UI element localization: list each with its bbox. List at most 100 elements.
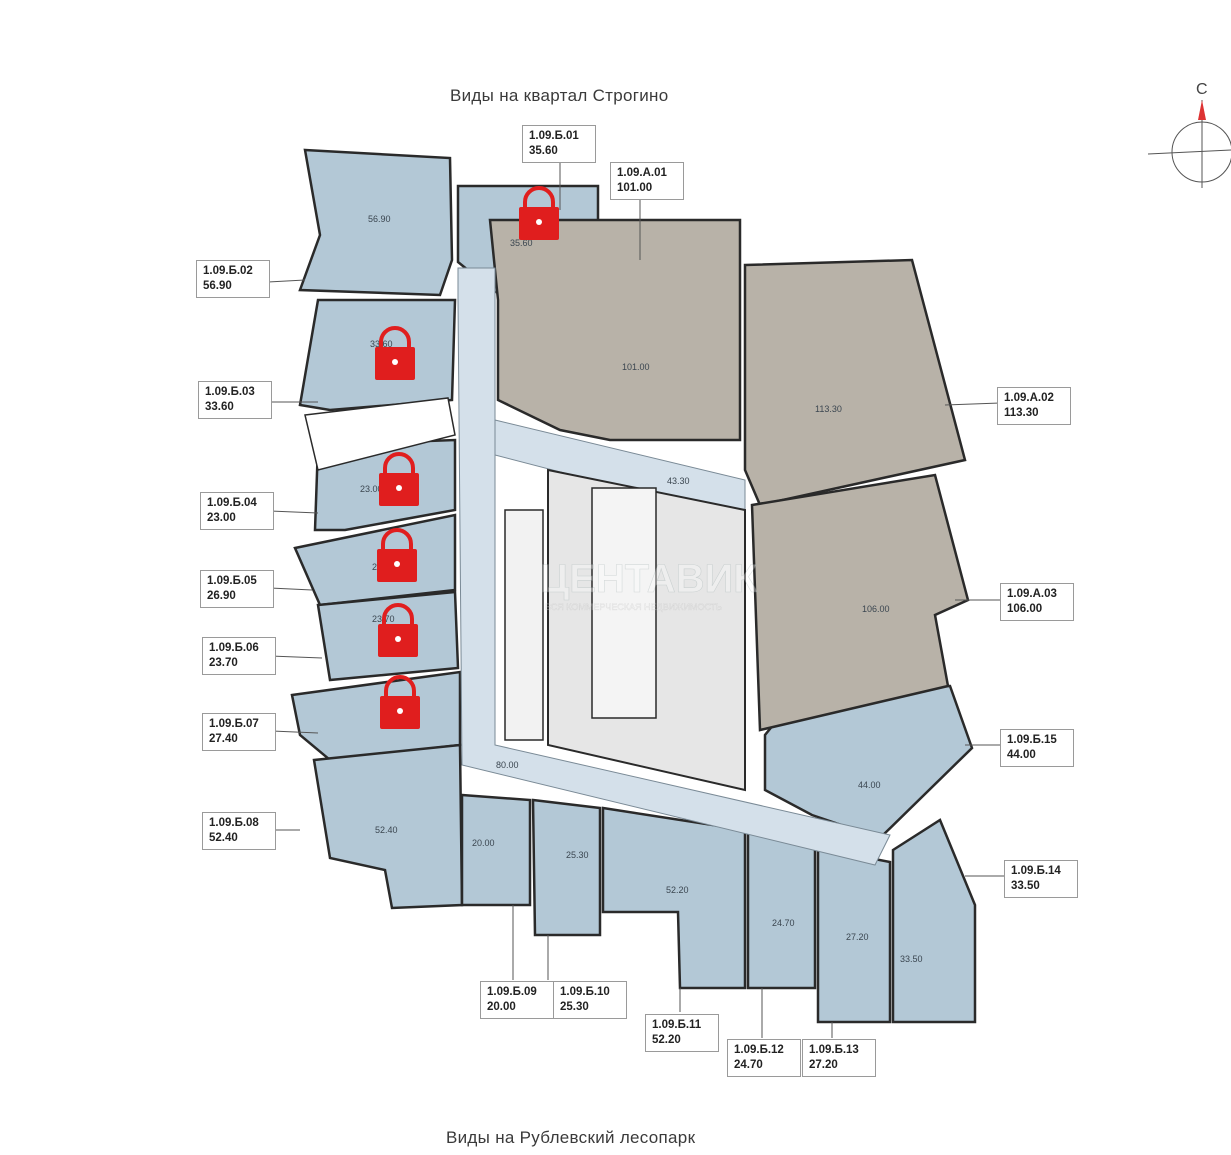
unit-shape-b05[interactable] bbox=[293, 513, 457, 607]
unit-shape-a02[interactable] bbox=[743, 258, 967, 507]
plan-area-a02: 113.30 bbox=[815, 404, 842, 414]
unit-shape-b12[interactable] bbox=[746, 830, 817, 990]
unit-id: 1.09.Б.01 bbox=[529, 130, 579, 142]
plan-area-a01: 101.00 bbox=[622, 362, 650, 372]
watermark-tagline: ВСЯ КОММЕРЧЕСКАЯ НЕДВИЖИМОСТЬ bbox=[545, 602, 722, 612]
unit-area: 27.40 bbox=[209, 733, 238, 745]
unit-area: 25.30 bbox=[560, 1001, 589, 1013]
unit-shape-a03[interactable] bbox=[750, 473, 970, 732]
unit-shape-b08[interactable] bbox=[312, 743, 464, 910]
lock-icon bbox=[380, 675, 420, 729]
unit-shape-b11[interactable] bbox=[601, 806, 747, 990]
unit-id: 1.09.Б.09 bbox=[487, 986, 537, 998]
unit-shape-b14[interactable] bbox=[891, 818, 977, 1024]
unit-id: 1.09.Б.04 bbox=[207, 497, 257, 509]
unit-id: 1.09.Б.11 bbox=[652, 1019, 702, 1031]
unit-area: 27.20 bbox=[809, 1059, 838, 1071]
unit-area: 33.60 bbox=[205, 401, 234, 413]
unit-label-b14[interactable]: 1.09.Б.14 33.50 bbox=[1004, 860, 1078, 898]
unit-label-b09[interactable]: 1.09.Б.09 20.00 bbox=[480, 981, 554, 1019]
building-core bbox=[504, 468, 746, 792]
lock-icon bbox=[377, 528, 417, 582]
plan-area-a03: 106.00 bbox=[862, 604, 890, 614]
lock-icon bbox=[379, 452, 419, 506]
unit-id: 1.09.А.02 bbox=[1004, 392, 1054, 404]
watermark: ЦЕНТАВИК ВСЯ КОММЕРЧЕСКАЯ НЕДВИЖИМОСТЬ bbox=[540, 557, 759, 612]
unit-id: 1.09.Б.03 bbox=[205, 386, 255, 398]
compass-north-letter: С bbox=[1196, 81, 1208, 98]
unit-label-b01[interactable]: 1.09.Б.01 35.60 bbox=[522, 125, 596, 163]
leader-lines bbox=[267, 162, 1005, 1038]
unit-id: 1.09.Б.02 bbox=[203, 265, 253, 277]
unit-area: 23.70 bbox=[209, 657, 238, 669]
plan-area-b02: 56.90 bbox=[368, 214, 391, 224]
unit-area: 52.40 bbox=[209, 832, 238, 844]
unit-id: 1.09.А.03 bbox=[1007, 588, 1057, 600]
unit-area: 106.00 bbox=[1007, 603, 1043, 615]
unit-label-a02[interactable]: 1.09.А.02 113.30 bbox=[997, 387, 1071, 425]
plan-area-b15: 44.00 bbox=[858, 780, 881, 790]
unit-id: 1.09.Б.06 bbox=[209, 642, 259, 654]
unit-area: 35.60 bbox=[529, 145, 558, 157]
unit-label-b15[interactable]: 1.09.Б.15 44.00 bbox=[1000, 729, 1074, 767]
unit-area: 23.00 bbox=[207, 512, 236, 524]
unit-area: 52.20 bbox=[652, 1034, 681, 1046]
plan-area-b08: 52.40 bbox=[375, 825, 398, 835]
bottom-view-title: Виды на Рублевский лесопарк bbox=[446, 1128, 696, 1147]
plan-area-b10: 25.30 bbox=[566, 850, 589, 860]
compass-icon: С bbox=[1147, 81, 1231, 188]
unit-id: 1.09.Б.05 bbox=[207, 575, 257, 587]
lock-markers bbox=[375, 186, 559, 729]
plan-area-b14: 33.50 bbox=[900, 954, 923, 964]
unit-label-a01[interactable]: 1.09.А.01 101.00 bbox=[610, 162, 684, 200]
unit-id: 1.09.Б.15 bbox=[1007, 734, 1057, 746]
lock-icon bbox=[378, 603, 418, 657]
unit-shape-b09[interactable] bbox=[460, 793, 532, 907]
unit-label-b05[interactable]: 1.09.Б.05 26.90 bbox=[200, 570, 274, 608]
unit-area: 113.30 bbox=[1004, 407, 1039, 419]
unit-id: 1.09.Б.13 bbox=[809, 1044, 859, 1056]
unit-area: 20.00 bbox=[487, 1001, 516, 1013]
plan-area-b01: 35.60 bbox=[510, 238, 533, 248]
unit-id: 1.09.Б.12 bbox=[734, 1044, 784, 1056]
unit-label-b03[interactable]: 1.09.Б.03 33.60 bbox=[198, 381, 272, 419]
unit-label-b02[interactable]: 1.09.Б.02 56.90 bbox=[196, 260, 270, 298]
unit-shape-b02[interactable] bbox=[298, 148, 454, 297]
unit-area: 33.50 bbox=[1011, 880, 1040, 892]
unit-id: 1.09.А.01 bbox=[617, 167, 667, 179]
unit-id: 1.09.Б.07 bbox=[209, 718, 259, 730]
unit-area: 24.70 bbox=[734, 1059, 763, 1071]
unit-label-b11[interactable]: 1.09.Б.11 52.20 bbox=[645, 1014, 719, 1052]
lock-icon bbox=[519, 186, 559, 240]
plan-area-b09: 20.00 bbox=[472, 838, 495, 848]
unit-label-b07[interactable]: 1.09.Б.07 27.40 bbox=[202, 713, 276, 751]
unit-label-b04[interactable]: 1.09.Б.04 23.00 bbox=[200, 492, 274, 530]
unit-label-b06[interactable]: 1.09.Б.06 23.70 bbox=[202, 637, 276, 675]
unit-id: 1.09.Б.14 bbox=[1011, 865, 1061, 877]
plan-area-hall: 43.30 bbox=[667, 476, 690, 486]
unit-shape-b10[interactable] bbox=[531, 798, 602, 937]
unit-label-b08[interactable]: 1.09.Б.08 52.40 bbox=[202, 812, 276, 850]
unit-label-b10[interactable]: 1.09.Б.10 25.30 bbox=[553, 981, 627, 1019]
rented-units bbox=[488, 218, 970, 732]
unit-label-a03[interactable]: 1.09.А.03 106.00 bbox=[1000, 583, 1074, 621]
unit-label-b13[interactable]: 1.09.Б.13 27.20 bbox=[802, 1039, 876, 1077]
lock-icon bbox=[375, 326, 415, 380]
unit-area: 26.90 bbox=[207, 590, 236, 602]
plan-area-corridor: 80.00 bbox=[496, 760, 519, 770]
unit-shape-a01[interactable] bbox=[488, 218, 742, 442]
unit-area: 101.00 bbox=[617, 182, 653, 194]
watermark-brand: ЦЕНТАВИК bbox=[540, 557, 758, 601]
plan-area-b13: 27.20 bbox=[846, 932, 869, 942]
unit-id: 1.09.Б.10 bbox=[560, 986, 610, 998]
plan-area-b12: 24.70 bbox=[772, 918, 795, 928]
unit-area: 56.90 bbox=[203, 280, 232, 292]
unit-label-b12[interactable]: 1.09.Б.12 24.70 bbox=[727, 1039, 801, 1077]
top-view-title: Виды на квартал Строгино bbox=[450, 86, 669, 105]
plan-area-b04: 23.00 bbox=[360, 484, 383, 494]
unit-area: 44.00 bbox=[1007, 749, 1036, 761]
plan-area-b11: 52.20 bbox=[666, 885, 689, 895]
unit-id: 1.09.Б.08 bbox=[209, 817, 259, 829]
